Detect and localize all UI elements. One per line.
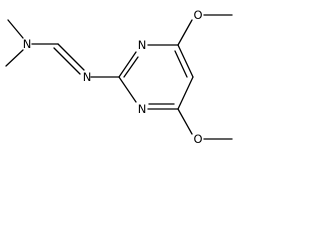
- structure-diagram: N N N N O O: [5, 8, 233, 146]
- bond-n3-c2: [118, 76, 137, 103]
- atom-n-dimethyl: N: [23, 37, 32, 51]
- bond-c4-o-bottom: [177, 108, 193, 135]
- bond-c6-c5-inner: [174, 50, 188, 78]
- bond-methyl-top-n: [7, 19, 24, 39]
- bond-n-methyl-bottom: [5, 49, 24, 67]
- atom-o-bottom: O: [193, 132, 202, 146]
- bond-c5-c4: [177, 76, 194, 110]
- atom-o-top: O: [193, 8, 202, 22]
- bond-c2-n1-inner: [123, 56, 139, 78]
- atom-n-ring-bottom: N: [138, 102, 147, 116]
- bond-c6-o-top: [177, 19, 193, 46]
- atom-n-imine: N: [83, 70, 92, 84]
- atom-n-ring-top: N: [138, 38, 147, 52]
- bond-c6-c5: [177, 44, 194, 78]
- bond-ch-imine-n-2: [53, 47, 81, 75]
- bond-c2-n1: [118, 51, 137, 78]
- bond-ch-imine-n-1: [57, 43, 85, 71]
